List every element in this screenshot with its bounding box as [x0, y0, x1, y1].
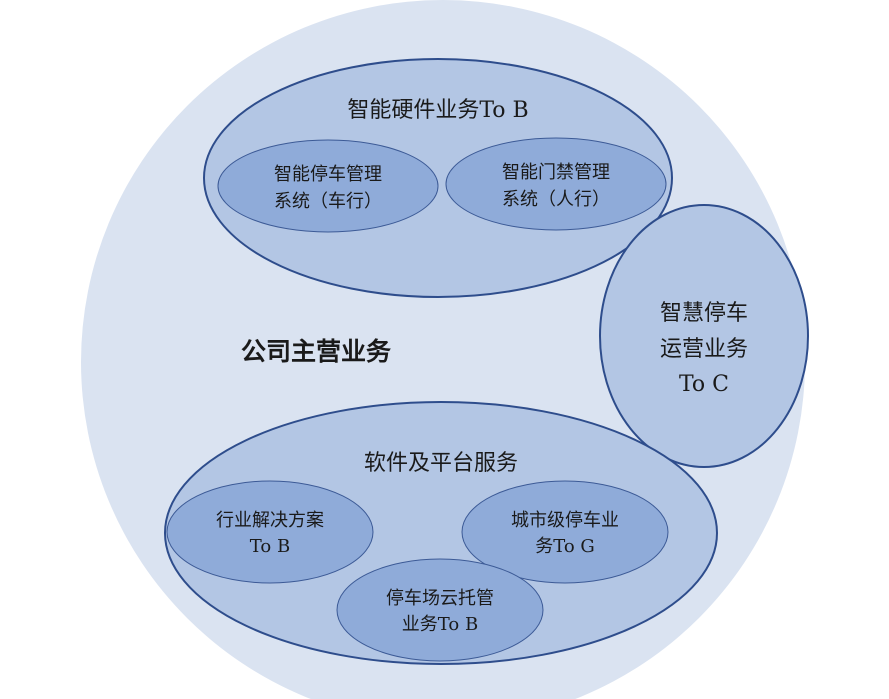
operations-ellipse [599, 204, 809, 468]
hardware-ellipse [203, 58, 673, 298]
industry-solution-ellipse [166, 480, 374, 584]
parking-system-line1: 智能停车管理 [274, 164, 382, 185]
access-system-ellipse [445, 137, 667, 231]
software-ellipse [164, 401, 718, 665]
operations-group: 智慧停车 运营业务 To C [599, 204, 809, 468]
access-system-line2: 系统（人行） [502, 189, 610, 210]
company-business-label: 公司主营业务 [241, 337, 391, 366]
cloud-hosting-ellipse [336, 558, 544, 662]
cloud-hosting-line2: 业务To B [402, 614, 478, 635]
software-group: 软件及平台服务 行业解决方案 To B 城市级停车业 务To G 停车场云托管 … [164, 401, 718, 665]
operations-line1: 智慧停车 [660, 301, 748, 326]
software-title: 软件及平台服务 [364, 451, 518, 476]
city-parking-line1: 城市级停车业 [511, 510, 619, 531]
access-system-line1: 智能门禁管理 [502, 162, 610, 183]
cloud-hosting-line1: 停车场云托管 [386, 588, 494, 609]
operations-line2: 运营业务 [660, 337, 748, 362]
hardware-group: 智能硬件业务To B 智能停车管理 系统（车行） 智能门禁管理 系统（人行） [203, 58, 673, 298]
city-parking-line2: 务To G [535, 536, 595, 557]
industry-solution-line1: 行业解决方案 [216, 510, 324, 531]
city-parking-ellipse [461, 480, 669, 584]
parking-system-ellipse [217, 139, 439, 233]
hardware-title: 智能硬件业务To B [347, 98, 528, 123]
operations-line3: To C [679, 372, 729, 397]
industry-solution-line2: To B [250, 536, 290, 557]
parking-system-line2: 系统（车行） [274, 191, 382, 212]
